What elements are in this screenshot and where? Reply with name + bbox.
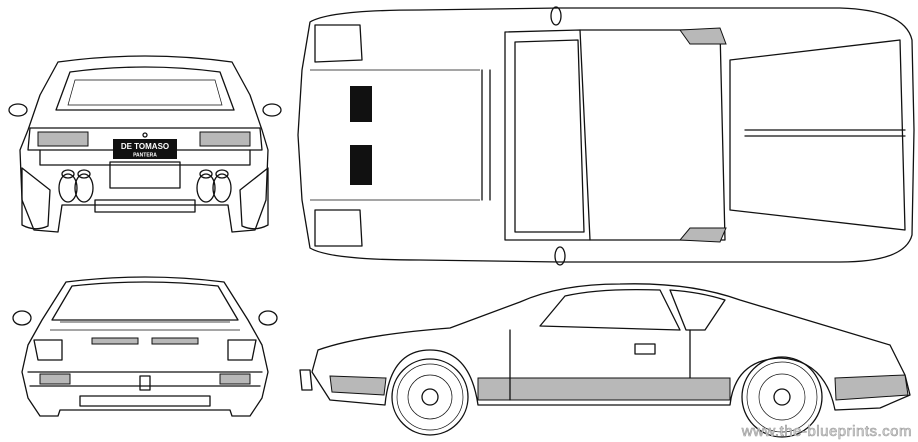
front-view xyxy=(12,276,278,417)
top-view xyxy=(297,6,915,266)
plate-model-text: PANTERA xyxy=(133,153,157,159)
exhaust-pipes-left xyxy=(58,169,94,203)
exhaust-pipes-right xyxy=(196,169,232,203)
watermark-text: www.the-blueprints.com xyxy=(741,423,912,441)
front-wheel xyxy=(391,358,469,436)
rear-wheel xyxy=(741,356,823,438)
rear-view: DE TOMASO PANTERA xyxy=(8,55,282,233)
side-view xyxy=(299,283,911,438)
license-plate xyxy=(113,139,177,159)
plate-brand-text: DE TOMASO xyxy=(121,142,169,151)
